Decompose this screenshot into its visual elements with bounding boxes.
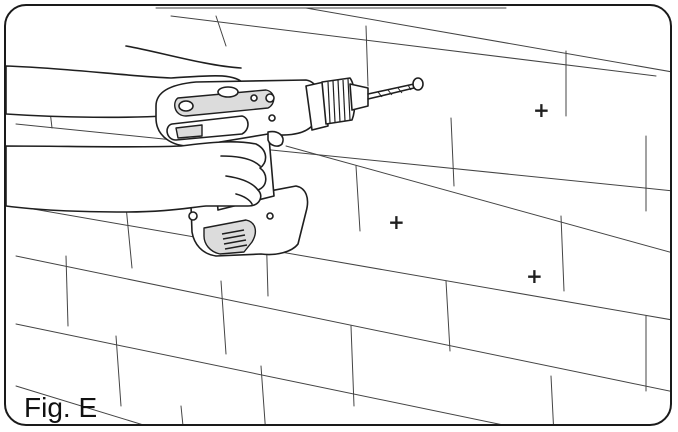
figure-frame: + + + Fig. E bbox=[4, 4, 672, 426]
drill-hole-icon bbox=[412, 77, 424, 91]
figure-label: Fig. E bbox=[24, 392, 98, 423]
mark-3: + bbox=[526, 264, 543, 288]
mark-1: + bbox=[533, 98, 550, 122]
right-arm bbox=[6, 141, 267, 213]
illustration bbox=[6, 7, 670, 424]
mark-2: + bbox=[388, 210, 405, 234]
brick-wall bbox=[15, 7, 670, 424]
